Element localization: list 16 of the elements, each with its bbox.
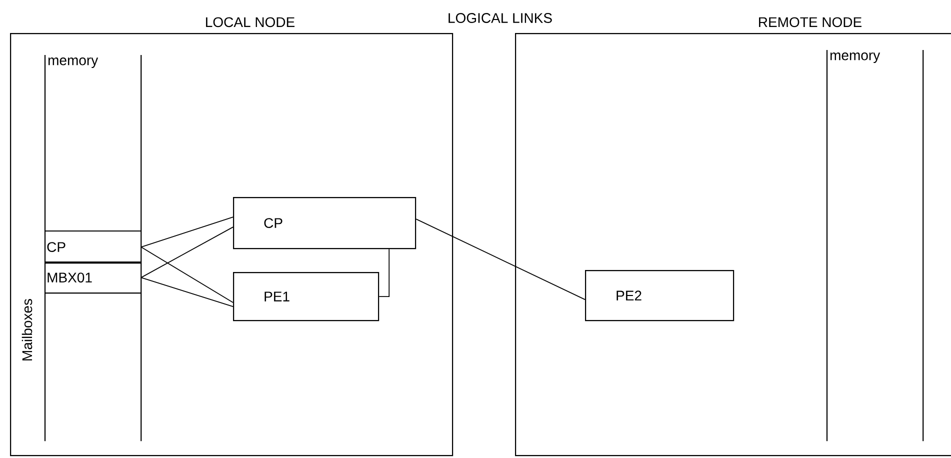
process-box: PE2 <box>585 270 734 322</box>
memory-column: memory <box>826 50 924 442</box>
connector-line <box>378 248 390 297</box>
connector-line <box>140 277 234 307</box>
connector-line <box>416 218 586 300</box>
side-label: Mailboxes <box>22 299 32 360</box>
node-label: REMOTE NODE <box>759 17 862 28</box>
connector-line <box>140 216 234 248</box>
process-box: CP <box>233 197 416 250</box>
node-label: LOCAL NODE <box>206 17 295 28</box>
mailbox-slot: MBX01 <box>45 261 142 294</box>
connector-line <box>140 246 234 303</box>
process-box: PE1 <box>233 272 380 322</box>
connector-line <box>140 226 234 278</box>
link-heading: LOGICAL LINKS <box>448 13 552 23</box>
mailbox-slot: CP <box>45 230 142 264</box>
